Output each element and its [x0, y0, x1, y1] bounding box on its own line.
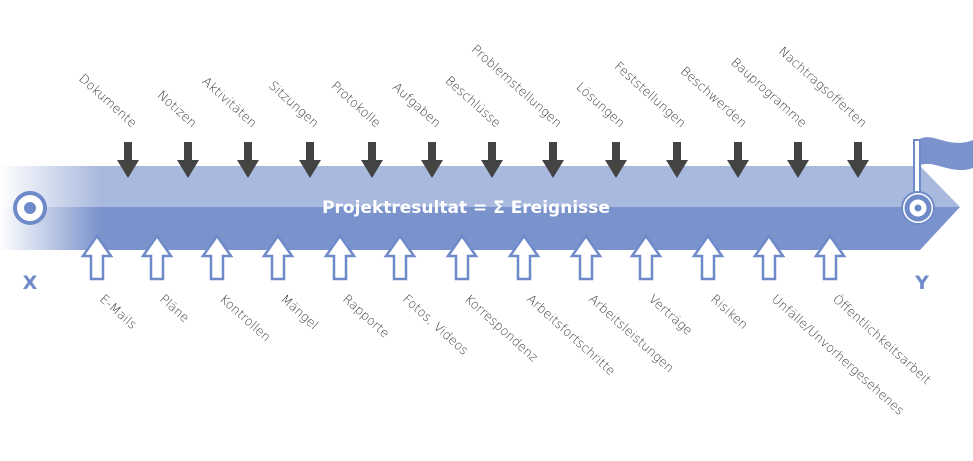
end-marker: Y: [901, 137, 973, 294]
bottom-input-label: Unfälle/Unvorhergesehenes: [769, 291, 907, 418]
up-arrow-icon: [752, 233, 786, 281]
down-arrow-icon: [666, 142, 688, 178]
down-arrow-icon: [299, 142, 321, 178]
up-arrow-icon: [261, 233, 295, 281]
end-label: Y: [914, 272, 929, 294]
up-arrow-icon: [323, 233, 357, 281]
up-arrow-icon: [140, 233, 174, 281]
down-arrow-icon: [847, 142, 869, 178]
down-arrow-icon: [727, 142, 749, 178]
bottom-input-label: Mängel: [278, 291, 322, 332]
top-input-label: Notizen: [155, 87, 200, 130]
down-arrow-icon: [481, 142, 503, 178]
band-lower: [0, 207, 960, 250]
bottom-input-label: Fotos, Videos: [400, 291, 472, 358]
start-target-dot: [24, 202, 36, 214]
up-arrow-icon: [629, 233, 663, 281]
down-arrow-icon: [787, 142, 809, 178]
up-arrow-icon: [691, 233, 725, 281]
band-label: Projektresultat = Σ Ereignisse: [322, 198, 610, 218]
top-input-label: Protokolle: [328, 78, 384, 130]
up-arrow-icon: [507, 233, 541, 281]
up-arrow-icon: [813, 233, 847, 281]
down-arrow-icon: [605, 142, 627, 178]
top-input-arrows: [117, 142, 869, 178]
up-arrow-icon: [569, 233, 603, 281]
bottom-input-label: Rapporte: [340, 291, 393, 341]
bottom-input-label: Risiken: [708, 291, 751, 332]
up-arrow-icon: [200, 233, 234, 281]
down-arrow-icon: [542, 142, 564, 178]
up-arrow-icon: [80, 233, 114, 281]
timeline-band: Projektresultat = Σ Ereignisse: [0, 160, 960, 255]
bottom-input-label: Kontrollen: [217, 291, 274, 344]
bottom-input-label: Pläne: [157, 291, 193, 325]
top-input-label: Aufgaben: [390, 79, 444, 130]
top-input-label: Aktivitäten: [199, 74, 260, 131]
down-arrow-icon: [177, 142, 199, 178]
bottom-input-label: Öffentlichkeitsarbeit: [830, 291, 934, 387]
top-input-label: Dokumente: [76, 71, 140, 131]
top-input-label: Sitzungen: [266, 78, 322, 131]
bottom-input-label: E-Mails: [97, 291, 140, 332]
down-arrow-icon: [237, 142, 259, 178]
start-marker: X: [13, 191, 47, 294]
bottom-input-arrows: [80, 233, 847, 281]
band-upper: [0, 166, 960, 207]
down-arrow-icon: [361, 142, 383, 178]
top-input-label: Beschlüsse: [442, 73, 504, 131]
up-arrow-icon: [445, 233, 479, 281]
down-arrow-icon: [421, 142, 443, 178]
start-label: X: [23, 272, 38, 294]
up-arrow-icon: [383, 233, 417, 281]
top-input-label: Lösungen: [573, 79, 628, 130]
down-arrow-icon: [117, 142, 139, 178]
bottom-input-label: Verträge: [646, 291, 696, 338]
end-target-dot: [914, 204, 922, 212]
flag-icon: [918, 137, 973, 171]
